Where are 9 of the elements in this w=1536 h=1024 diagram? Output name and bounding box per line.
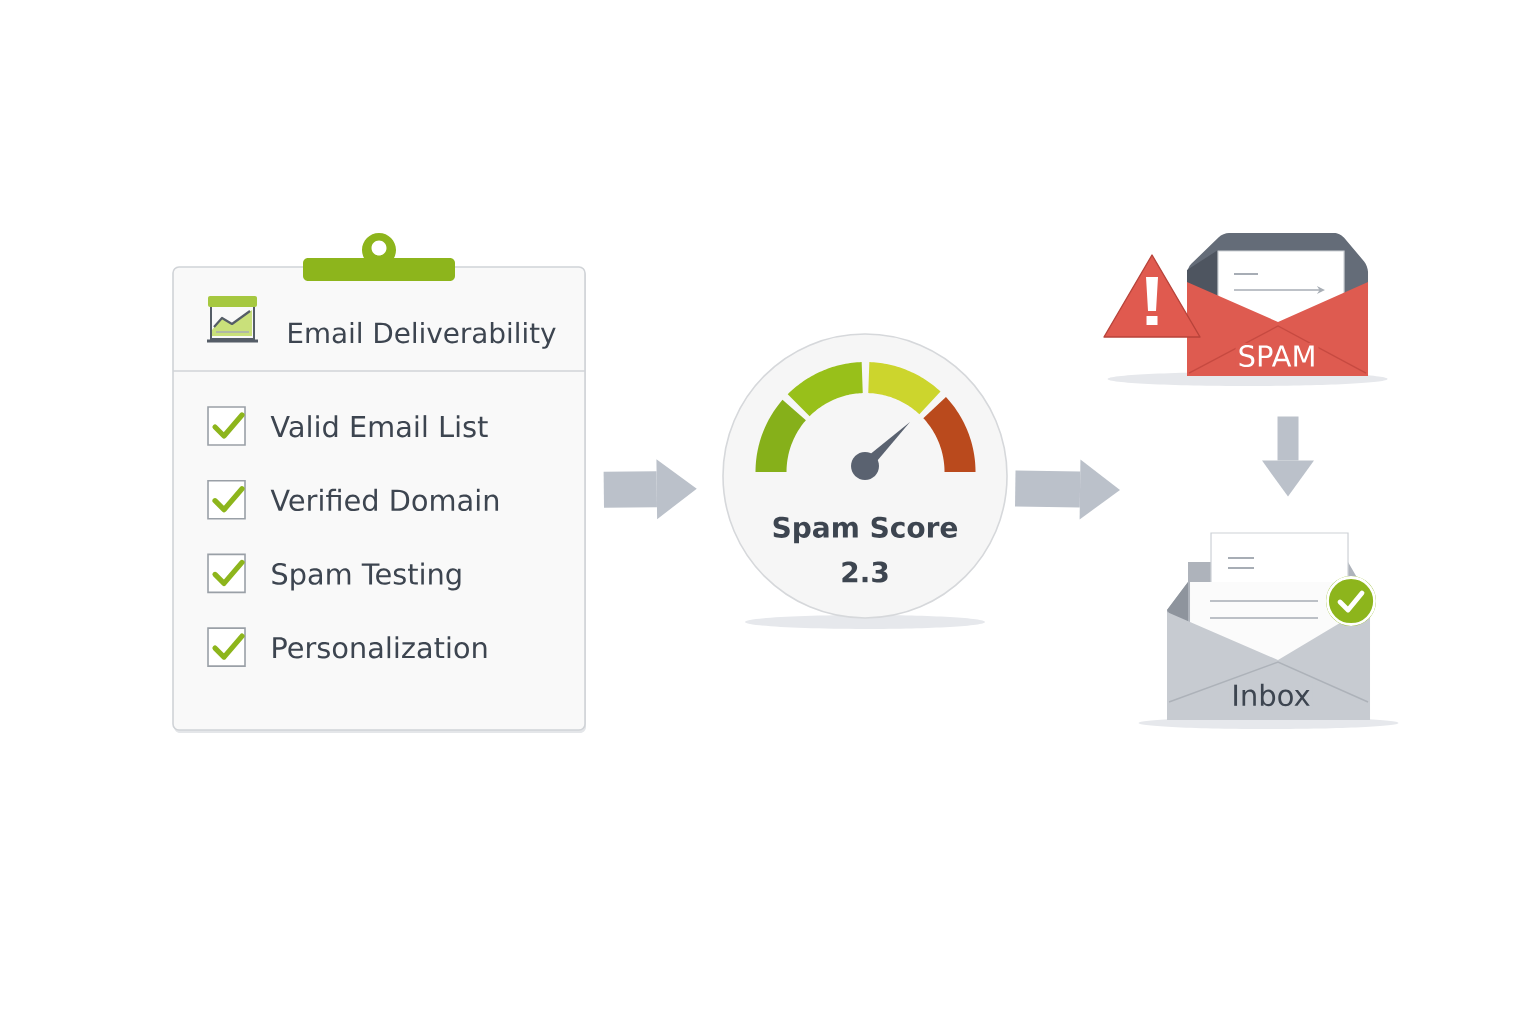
checklist-item: Spam Testing: [272, 562, 461, 591]
checklist-item: Verified Domain: [270, 488, 499, 512]
checklist-item: Personalization: [273, 636, 487, 659]
checklist-item: Valid Email List: [270, 415, 488, 438]
arrow: [1262, 416, 1314, 497]
arrow: [1014, 459, 1120, 520]
envelope-label: SPAM: [1235, 343, 1319, 369]
arrow: [603, 459, 697, 520]
card-heading: Email Deliverability: [289, 321, 556, 349]
